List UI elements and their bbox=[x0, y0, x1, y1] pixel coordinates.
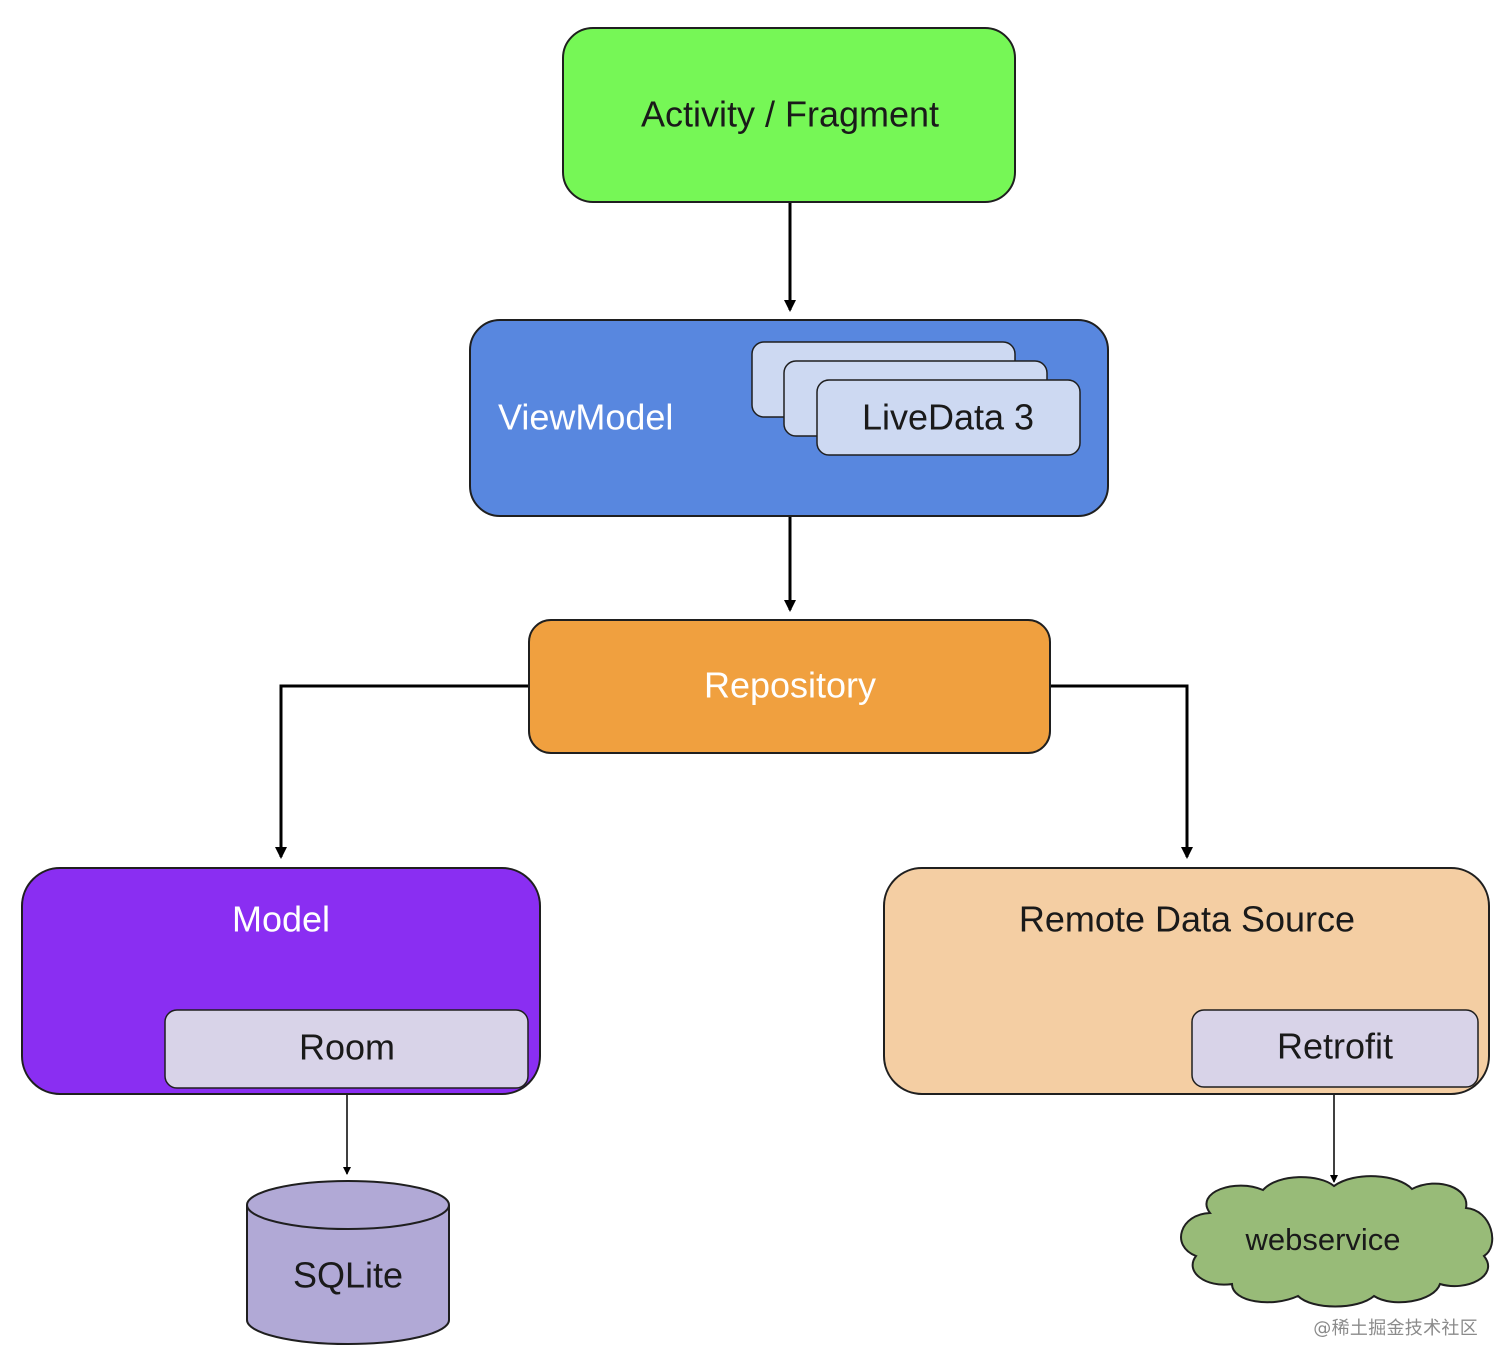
sqlite-label: SQLite bbox=[293, 1255, 403, 1296]
sqlite-cylinder-body bbox=[246, 1205, 450, 1345]
room-box bbox=[164, 1009, 529, 1089]
livedata-label: LiveData 3 bbox=[862, 397, 1034, 438]
remote-data-source-label: Remote Data Source bbox=[1019, 899, 1355, 940]
node-model: Model Room bbox=[21, 867, 541, 1095]
livedata-stack: LiveData 3 bbox=[751, 341, 1081, 456]
webservice-cloud-shape bbox=[1180, 1175, 1494, 1308]
repository-box bbox=[528, 619, 1051, 754]
watermark-text: @稀土掘金技术社区 bbox=[1313, 1318, 1478, 1339]
node-activity-fragment: Activity / Fragment bbox=[562, 27, 1016, 203]
node-sqlite: SQLite bbox=[246, 1180, 450, 1345]
livedata-card-front bbox=[816, 379, 1081, 456]
repository-label: Repository bbox=[704, 665, 876, 706]
webservice-label: webservice bbox=[1244, 1222, 1400, 1257]
node-remote-data-source: Remote Data Source Retrofit bbox=[883, 867, 1490, 1095]
node-viewmodel: ViewModel LiveData 3 bbox=[469, 319, 1109, 517]
model-label: Model bbox=[232, 899, 330, 940]
retrofit-box bbox=[1191, 1009, 1479, 1088]
node-repository: Repository bbox=[528, 619, 1051, 754]
node-webservice: webservice bbox=[1180, 1175, 1494, 1308]
activity-fragment-box bbox=[562, 27, 1016, 203]
viewmodel-label: ViewModel bbox=[498, 397, 673, 438]
room-label: Room bbox=[299, 1027, 395, 1068]
edges bbox=[275, 202, 1338, 1183]
sqlite-cylinder-top bbox=[246, 1180, 450, 1230]
edge-repository-to-model bbox=[275, 684, 529, 859]
retrofit-label: Retrofit bbox=[1277, 1026, 1393, 1067]
edge-repository-to-remote bbox=[1050, 684, 1193, 859]
activity-fragment-label: Activity / Fragment bbox=[641, 94, 939, 135]
